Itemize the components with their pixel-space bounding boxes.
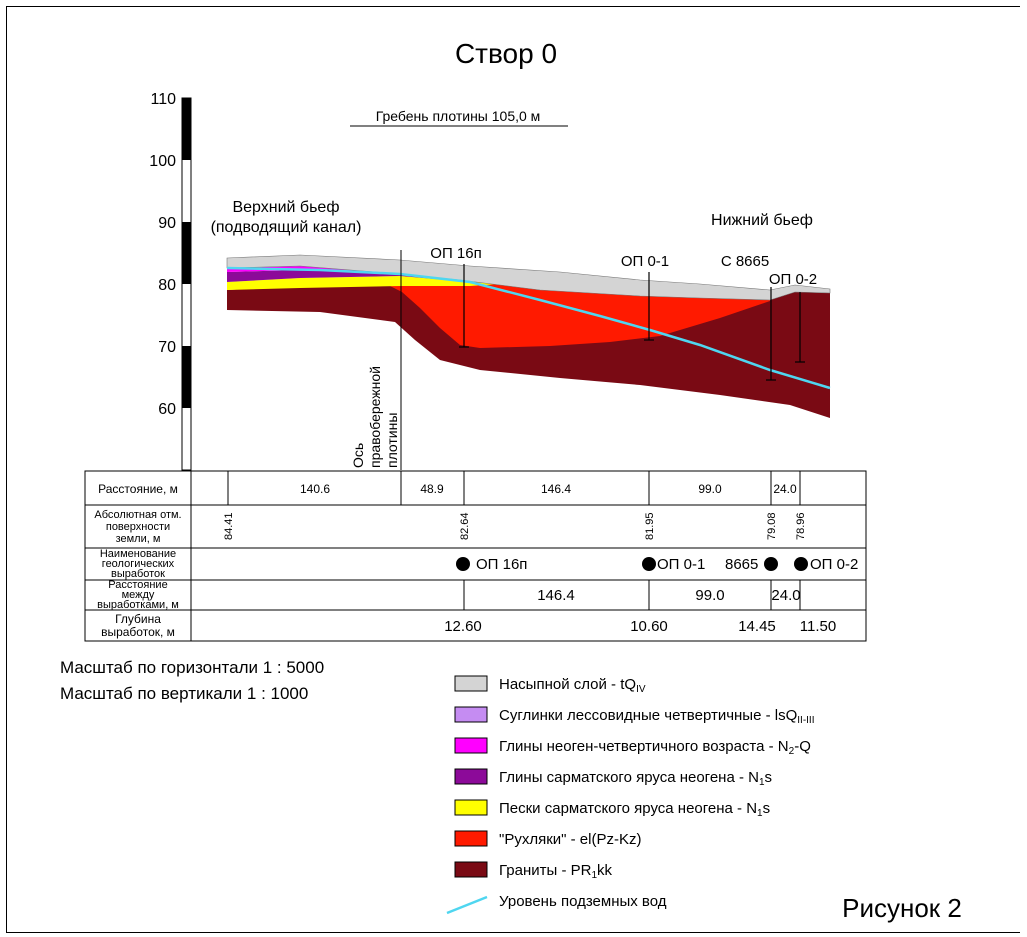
well-marker-c8665 — [764, 557, 778, 571]
legend-swatch — [454, 706, 488, 723]
row-label-names: Наименование — [100, 548, 176, 560]
distance-value: 99.0 — [698, 482, 722, 496]
legend: Насыпной слой - tQIV Суглинки лессовидные… — [446, 675, 815, 915]
downstream-label: Нижний бьеф — [711, 212, 813, 229]
legend-swatch — [454, 799, 488, 816]
depth-value: 14.45 — [738, 618, 776, 635]
row-label-depth: выработок, м — [101, 625, 175, 639]
upstream-label-2: (подводящий канал) — [211, 219, 362, 236]
dam-axis-text-1: Ось — [350, 443, 366, 468]
row-label-names: геологических — [102, 558, 175, 570]
legend-swatch — [454, 768, 488, 785]
tick-label: 100 — [149, 153, 176, 170]
legend-swatch — [454, 830, 488, 847]
well-marker-op16p — [456, 557, 470, 571]
legend-label: Уровень подземных вод — [499, 893, 667, 910]
tick-label: 90 — [158, 215, 176, 232]
row-label-names: выработок — [111, 568, 165, 580]
layer-rukhlyaki — [390, 281, 770, 348]
well-label-c8665: С 8665 — [721, 253, 769, 270]
data-table — [84, 470, 867, 642]
well-name: ОП 0-2 — [810, 556, 858, 573]
depth-value: 10.60 — [630, 618, 668, 635]
legend-label: Глины сарматского яруса неогена - N1s — [499, 769, 772, 788]
well-label-op01: ОП 0-1 — [621, 253, 669, 270]
legend-swatch-groundwater — [446, 895, 488, 915]
well-marker-op02 — [794, 557, 808, 571]
well-marker-op01 — [642, 557, 656, 571]
legend-label: "Рухляки" - el(Pz-Kz) — [499, 831, 641, 848]
tick-label: 60 — [158, 401, 176, 418]
row-label-distance: Расстояние, м — [98, 482, 178, 496]
vertical-scale-note: Масштаб по вертикали 1 : 1000 — [60, 684, 308, 703]
legend-label: Граниты - PR1kk — [499, 862, 613, 881]
legend-label: Глины неоген-четвертичного возраста - N2… — [499, 738, 811, 757]
groundwater-line — [226, 266, 831, 390]
geologic-layers — [226, 254, 831, 418]
figure-label: Рисунок 2 — [842, 893, 962, 923]
well-label-op16p: ОП 16п — [430, 245, 481, 262]
row-label-between: между — [122, 589, 155, 601]
distance-value: 146.4 — [541, 482, 571, 496]
row-label-between: Расстояние — [108, 579, 167, 591]
between-value: 146.4 — [537, 587, 575, 604]
row-label-elevation: Абсолютная отм. — [94, 509, 181, 521]
distance-value: 140.6 — [300, 482, 330, 496]
between-value: 99.0 — [695, 587, 724, 604]
axis-ticks: 110 100 90 80 70 60 — [149, 91, 176, 418]
well-name: ОП 16п — [476, 556, 527, 573]
dam-axis-text-3: плотины — [384, 413, 400, 468]
dam-axis-text-2: правобережной — [367, 366, 383, 468]
boreholes — [459, 264, 805, 381]
row-label-depth: Глубина — [115, 612, 161, 626]
row-label-elevation: земли, м — [116, 533, 161, 545]
figure-frame — [6, 6, 1020, 933]
well-label-op02: ОП 0-2 — [769, 271, 817, 288]
distance-value: 24.0 — [773, 482, 797, 496]
layer-sands — [227, 276, 500, 290]
elevation-value: 84.41 — [223, 512, 235, 540]
section-title: Створ 0 — [455, 38, 557, 69]
dam-axis-label: Ось правобережной плотины — [350, 366, 400, 468]
legend-swatch — [454, 675, 488, 692]
elevation-value: 82.64 — [459, 512, 471, 540]
well-name: ОП 0-1 — [657, 556, 705, 573]
legend-swatch — [454, 737, 488, 754]
tick-label: 70 — [158, 339, 176, 356]
tick-label: 110 — [150, 91, 176, 108]
upstream-label: Верхний бьеф — [232, 199, 339, 216]
elevation-value: 78.96 — [795, 512, 807, 540]
depth-value: 12.60 — [444, 618, 482, 635]
between-value: 24.0 — [771, 587, 800, 604]
depth-value: 11.50 — [800, 618, 836, 635]
elevation-value: 79.08 — [766, 512, 778, 540]
distance-value: 48.9 — [420, 482, 444, 496]
horizontal-scale-note: Масштаб по горизонтали 1 : 5000 — [60, 658, 324, 677]
legend-label: Пески сарматского яруса неогена - N1s — [499, 800, 770, 819]
legend-label: Насыпной слой - tQIV — [499, 676, 646, 695]
well-name: 8665 — [725, 556, 758, 573]
row-label-between: выработками, м — [97, 599, 179, 611]
dam-crest-label: Гребень плотины 105,0 м — [376, 108, 541, 124]
vertical-scale-bar — [181, 97, 192, 471]
elevation-value: 81.95 — [644, 512, 656, 540]
tick-label: 80 — [158, 277, 176, 294]
legend-swatch — [454, 861, 488, 878]
row-label-elevation: поверхности — [106, 521, 170, 533]
legend-label: Суглинки лессовидные четвертичные - lsQI… — [499, 707, 815, 726]
